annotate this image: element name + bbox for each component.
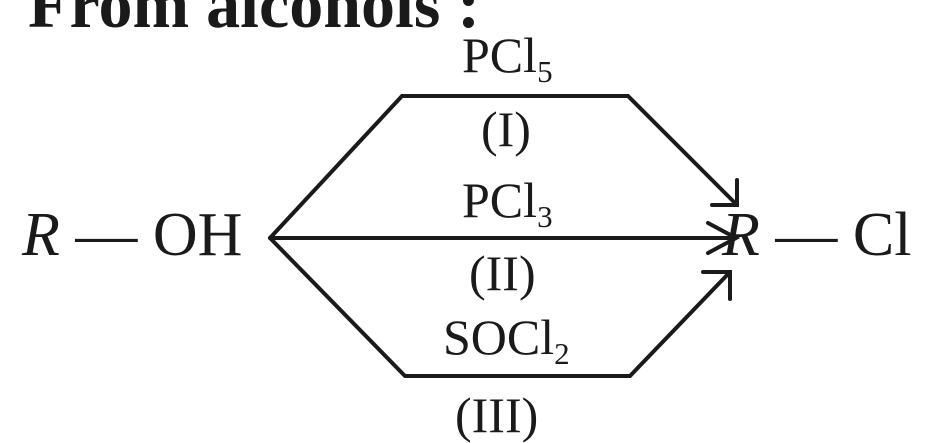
route-ii-numeral: (II) xyxy=(469,245,536,301)
route-iii-numeral: (III) xyxy=(455,387,539,443)
reactant-r-group: R xyxy=(22,201,60,269)
route-i-numeral: (I) xyxy=(481,101,531,157)
route-ii-reagent: PCl3 xyxy=(462,172,553,234)
reactant-bond: — xyxy=(59,201,153,269)
reactant-hydroxyl: OH xyxy=(152,201,243,269)
route-iii-path xyxy=(268,236,732,378)
route-i-reagent: PCl5 xyxy=(462,27,553,89)
product-r-group: R xyxy=(722,201,760,269)
route-i-path xyxy=(268,94,739,240)
reactant-formula: R — OH xyxy=(22,204,242,266)
product-formula: R — Cl xyxy=(722,204,911,266)
route-i-arrowhead xyxy=(710,178,739,207)
product-bond: — xyxy=(759,201,853,269)
product-chloride: Cl xyxy=(852,201,912,269)
route-ii-arrowhead xyxy=(706,221,741,255)
route-iii-arrowhead xyxy=(701,270,732,301)
heading: From alcohols : xyxy=(28,0,481,42)
route-iii-reagent: SOCl2 xyxy=(443,309,570,371)
